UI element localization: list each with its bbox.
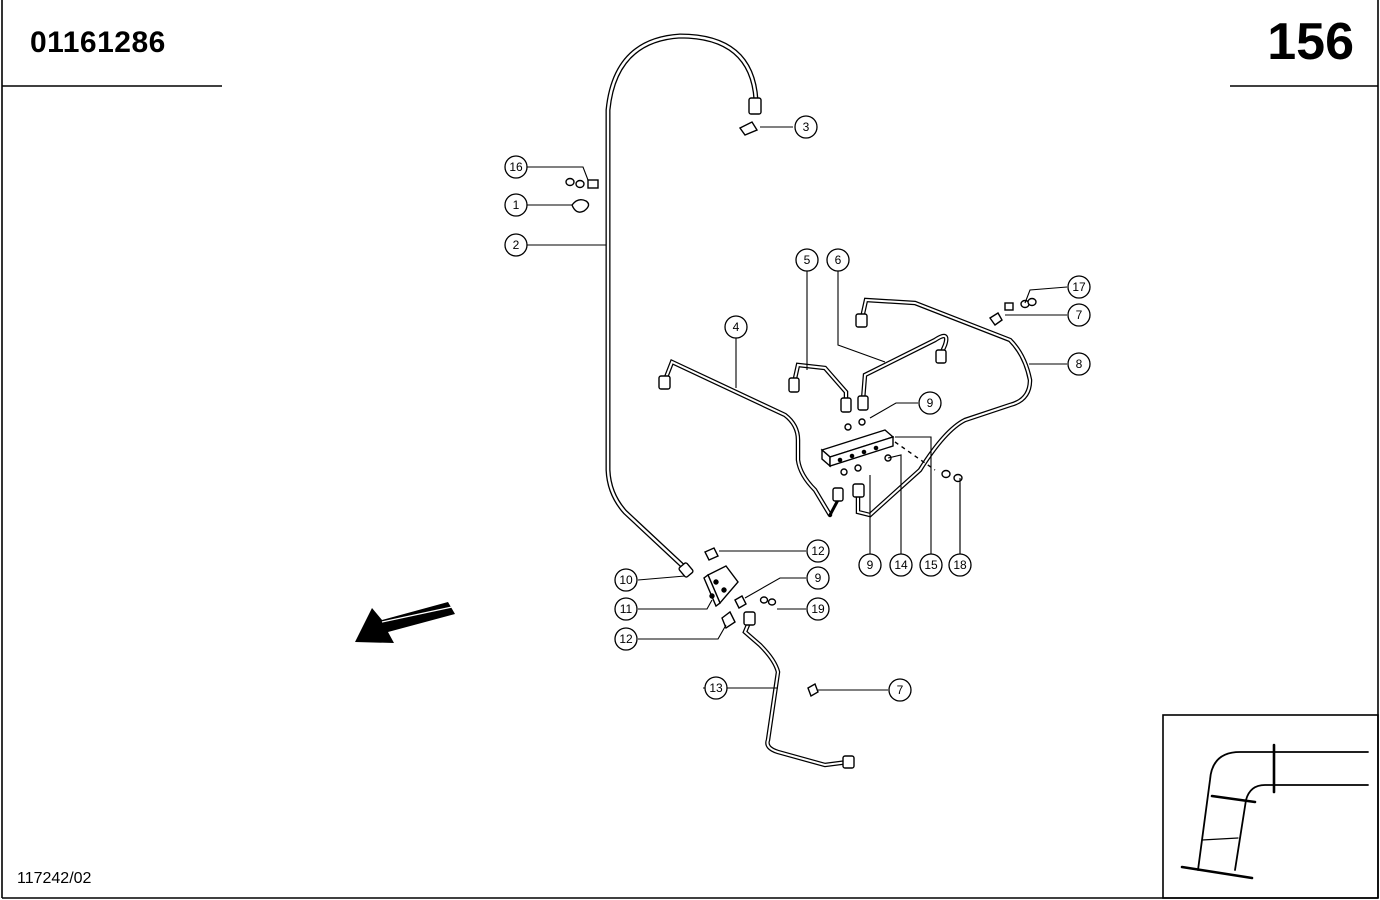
small-fittings-upper xyxy=(565,121,1037,326)
svg-text:7: 7 xyxy=(897,683,904,697)
svg-text:15: 15 xyxy=(924,558,938,572)
svg-text:13: 13 xyxy=(709,681,723,695)
svg-text:11: 11 xyxy=(620,602,633,616)
svg-text:17: 17 xyxy=(1072,280,1086,294)
pipe-4 xyxy=(658,358,844,518)
callout-12-upper: 12 xyxy=(806,539,830,563)
callout-16: 16 xyxy=(504,155,528,179)
callout-13: 13 xyxy=(704,676,728,700)
pipe-13 xyxy=(742,611,855,769)
svg-text:4: 4 xyxy=(733,320,740,334)
svg-text:12: 12 xyxy=(811,544,825,558)
callout-8: 8 xyxy=(1067,352,1091,376)
callout-9-upper: 9 xyxy=(918,391,942,415)
svg-text:16: 16 xyxy=(509,160,523,174)
svg-text:18: 18 xyxy=(953,558,967,572)
svg-text:1: 1 xyxy=(513,198,520,212)
svg-text:12: 12 xyxy=(619,632,633,646)
callout-12-lower: 12 xyxy=(614,627,638,651)
pipe-2 xyxy=(605,33,762,578)
callout-5: 5 xyxy=(795,248,819,272)
callout-19: 19 xyxy=(806,597,830,621)
svg-text:9: 9 xyxy=(867,558,874,572)
part-code: 01161286 xyxy=(30,26,166,59)
callout-9-lower: 9 xyxy=(858,553,882,577)
callout-11: 11 xyxy=(614,597,638,621)
callout-10: 10 xyxy=(614,568,638,592)
svg-text:10: 10 xyxy=(619,573,633,587)
svg-text:9: 9 xyxy=(815,571,822,585)
callout-14: 14 xyxy=(889,553,913,577)
svg-text:6: 6 xyxy=(835,253,842,267)
svg-text:9: 9 xyxy=(927,396,934,410)
callout-2: 2 xyxy=(504,233,528,257)
svg-text:2: 2 xyxy=(513,238,520,252)
leader-lines xyxy=(527,126,1068,691)
page-number: 156 xyxy=(1267,13,1354,71)
direction-arrow-icon xyxy=(355,602,455,643)
pipe-6 xyxy=(857,333,949,411)
svg-text:8: 8 xyxy=(1076,357,1083,371)
callout-7-lower: 7 xyxy=(888,678,912,702)
svg-text:3: 3 xyxy=(803,120,810,134)
svg-text:5: 5 xyxy=(804,253,811,267)
svg-text:14: 14 xyxy=(894,558,908,572)
callout-17: 17 xyxy=(1067,275,1091,299)
callout-9-valve: 9 xyxy=(806,566,830,590)
callout-4: 4 xyxy=(724,315,748,339)
callout-6: 6 xyxy=(826,248,850,272)
svg-text:7: 7 xyxy=(1076,308,1083,322)
location-inset xyxy=(1162,714,1379,899)
svg-text:19: 19 xyxy=(811,602,825,616)
pipe-5 xyxy=(788,362,852,413)
callout-15: 15 xyxy=(919,553,943,577)
callout-bubbles: 16 1 2 3 4 5 6 xyxy=(504,115,1091,702)
callout-1: 1 xyxy=(504,193,528,217)
lower-valve-assembly xyxy=(703,547,819,698)
distribution-block xyxy=(820,418,963,483)
callout-18: 18 xyxy=(948,553,972,577)
pipe-8 xyxy=(852,297,1033,518)
callout-7-upper: 7 xyxy=(1067,303,1091,327)
callout-3: 3 xyxy=(794,115,818,139)
drawing-reference: 117242/02 xyxy=(17,870,92,887)
